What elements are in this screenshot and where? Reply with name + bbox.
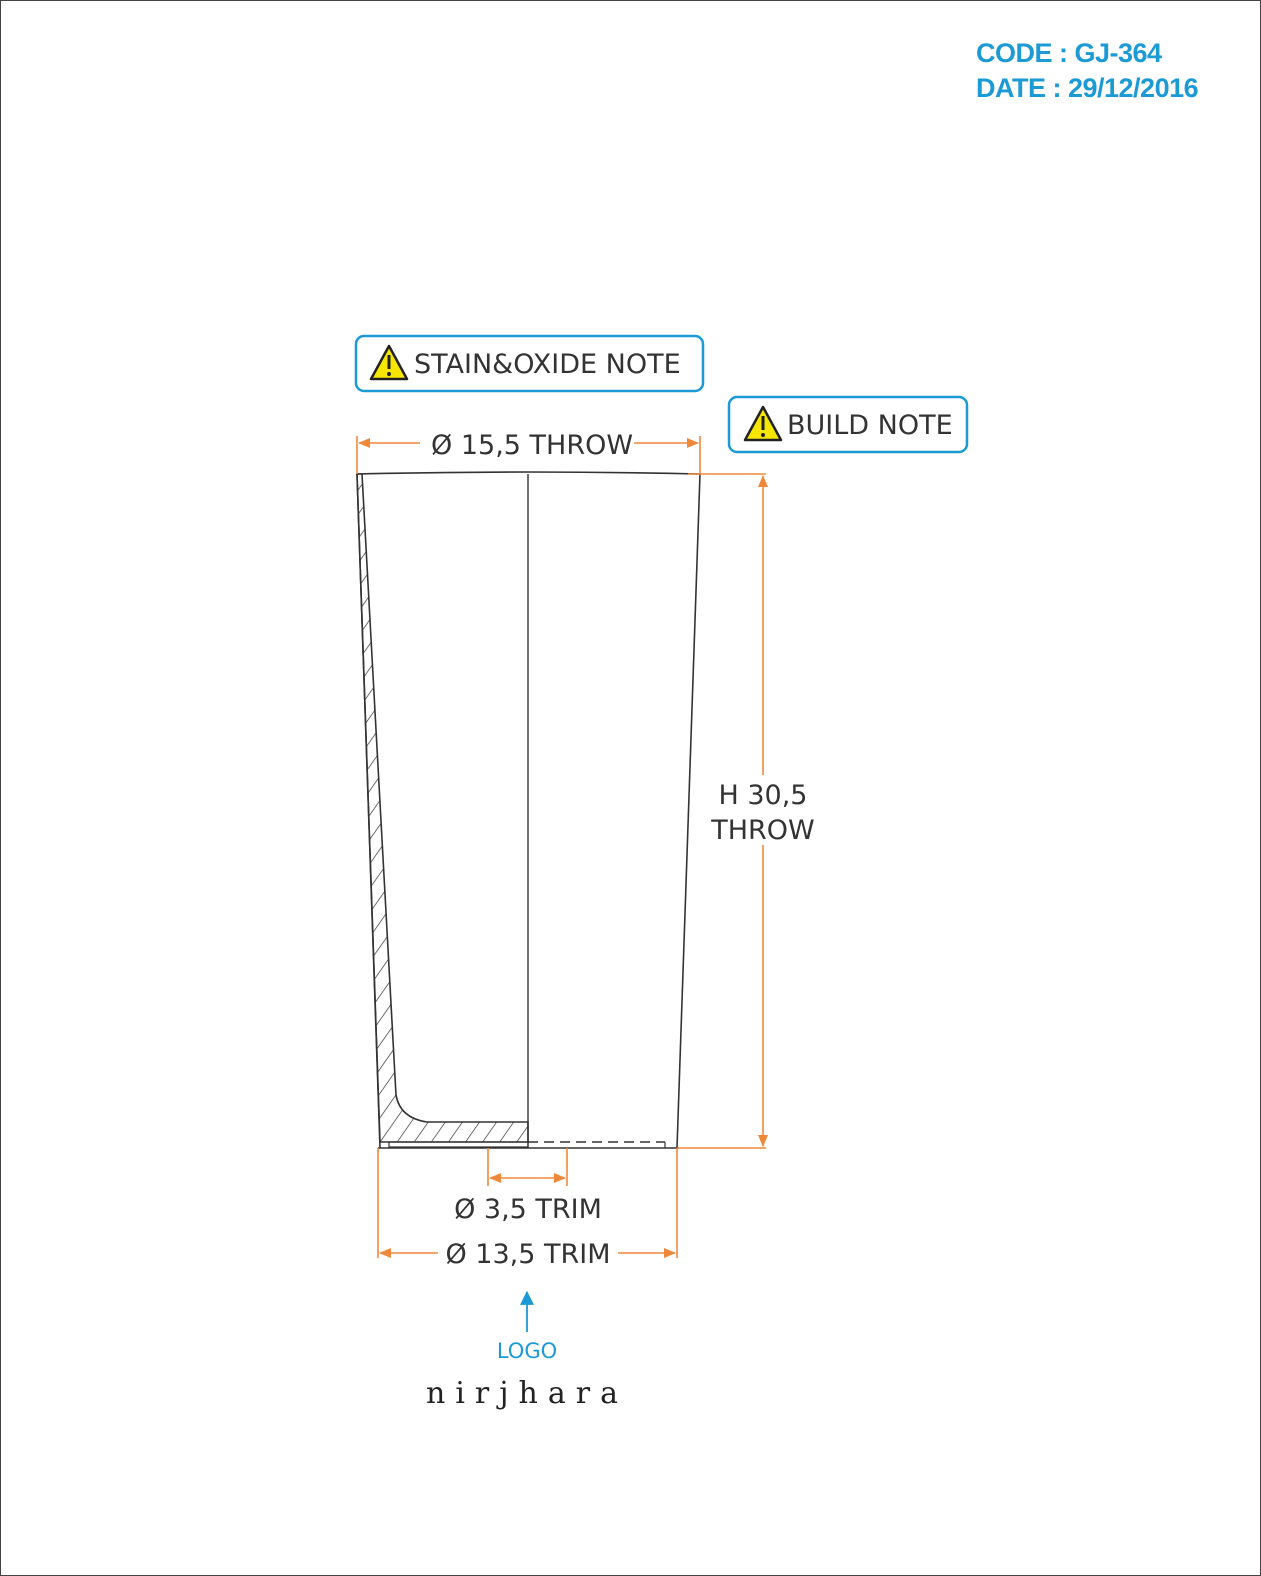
title-block: CODE : GJ-364 DATE : 29/12/2016 [976,36,1199,106]
stain-oxide-note-box [354,334,705,393]
foot-ring-left [388,1141,529,1148]
height-label-line2: THROW [710,815,815,846]
vessel-profile [356,471,701,1149]
brand-logo: nirjhara [426,1376,628,1411]
build-note-box [727,395,969,454]
product-code: CODE : GJ-364 [976,38,1162,68]
stain-oxide-note-label: STAIN&OXIDE NOTE [414,349,681,380]
wall-section-hatch [356,473,529,1143]
stain-oxide-note[interactable]: STAIN&OXIDE NOTE [354,334,705,393]
warning-triangle-icon [369,344,409,381]
foot-diameter-label: Ø 3,5 TRIM [454,1194,602,1225]
build-note-label: BUILD NOTE [787,410,953,441]
drawing-date: DATE : 29/12/2016 [976,73,1199,103]
rim-line [356,471,701,475]
logo-callout: LOGO [497,1290,557,1363]
height-dimension: H 30,5 THROW [677,473,815,1149]
outer-left-wall [356,473,381,1149]
height-label-line1: H 30,5 [718,780,807,811]
brand-wordmark: nirjhara [426,1376,628,1411]
warning-triangle-icon [743,405,783,442]
top-diameter-dimension: Ø 15,5 THROW [356,430,701,474]
base-diameter-label: Ø 13,5 TRIM [445,1239,610,1270]
build-note[interactable]: BUILD NOTE [727,395,969,454]
base-diameter-dimension: Ø 13,5 TRIM [377,1148,678,1270]
foot-diameter-dimension: Ø 3,5 TRIM [454,1148,602,1225]
top-diameter-label: Ø 15,5 THROW [431,430,633,461]
logo-label: LOGO [497,1339,557,1363]
outer-right-wall [676,473,701,1149]
